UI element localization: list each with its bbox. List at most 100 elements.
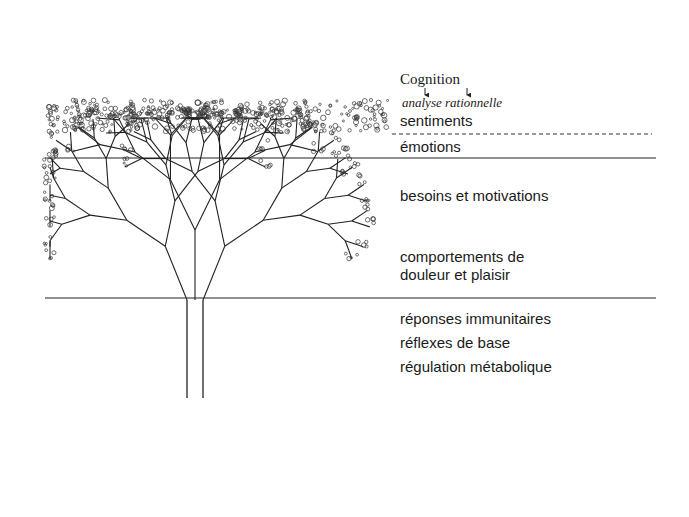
leaf	[336, 100, 338, 102]
leaf	[278, 114, 281, 117]
level-label: réflexes de base	[400, 334, 630, 352]
leaf	[211, 109, 214, 112]
branch	[263, 215, 300, 220]
leaf	[76, 126, 79, 129]
leaf	[48, 222, 53, 227]
leaf	[291, 110, 296, 115]
leaf	[360, 129, 362, 131]
trunk	[202, 300, 203, 398]
leaf	[107, 101, 110, 104]
level-divider	[45, 157, 656, 158]
branch	[170, 180, 195, 230]
leaf	[93, 111, 97, 115]
branch	[336, 159, 337, 178]
leaf	[268, 163, 272, 167]
leaf	[73, 150, 75, 152]
leaf	[71, 124, 76, 129]
leaf	[66, 147, 70, 151]
branch	[65, 199, 90, 216]
leaf	[342, 120, 344, 122]
leaf	[254, 112, 259, 117]
leaf	[321, 123, 325, 127]
branch	[204, 118, 220, 135]
leaf	[92, 127, 95, 130]
leaf	[356, 253, 359, 256]
leaf	[94, 122, 97, 125]
leaf	[96, 117, 100, 121]
leaf	[131, 103, 135, 107]
branch	[79, 127, 95, 138]
level-divider	[45, 297, 656, 298]
leaf	[114, 113, 119, 118]
leaf	[51, 170, 55, 174]
leaf	[179, 114, 183, 118]
leaf	[275, 99, 280, 104]
leaf	[195, 100, 201, 106]
branch	[151, 140, 166, 159]
leaf	[265, 113, 268, 116]
branch	[49, 241, 50, 247]
leaf	[109, 130, 112, 133]
leaf	[161, 108, 166, 113]
leaf	[137, 112, 141, 116]
leaf	[214, 117, 216, 119]
branch	[141, 119, 147, 142]
leaf	[315, 131, 317, 133]
leaf	[337, 151, 340, 154]
leaf	[319, 149, 323, 153]
leaf	[258, 147, 262, 151]
branch	[203, 246, 225, 300]
leaf	[153, 108, 155, 110]
leaf	[272, 122, 274, 124]
branch	[54, 178, 66, 199]
branch	[325, 178, 337, 199]
leaf	[163, 129, 168, 134]
leaf	[295, 108, 298, 111]
leaf	[362, 99, 367, 104]
leaf	[62, 127, 67, 132]
leaf	[234, 113, 238, 117]
leaf	[263, 120, 266, 123]
leaf	[331, 132, 334, 135]
branch	[296, 119, 297, 138]
branch	[106, 159, 108, 189]
leaf	[363, 205, 367, 209]
leaf	[341, 172, 345, 176]
leaf	[363, 181, 366, 184]
branch	[255, 145, 290, 152]
branch	[345, 241, 363, 247]
leaf	[183, 111, 186, 114]
leaf	[329, 131, 333, 135]
branch	[195, 180, 220, 230]
leaf	[209, 117, 212, 120]
leaf	[291, 116, 296, 121]
leaf	[285, 129, 290, 134]
leaf	[176, 115, 180, 119]
leaf	[197, 126, 202, 131]
leaf	[175, 106, 180, 111]
leaf	[365, 245, 368, 248]
leaf	[356, 163, 360, 167]
leaf	[49, 116, 54, 121]
leaf	[73, 116, 76, 119]
leaf	[287, 123, 291, 127]
leaf	[170, 111, 175, 116]
leaf	[81, 113, 86, 118]
branch	[135, 152, 170, 180]
leaf	[348, 157, 352, 161]
leaf	[346, 113, 348, 115]
leaf	[167, 119, 171, 123]
leaf	[194, 111, 196, 113]
branch	[171, 124, 186, 143]
leaf	[165, 126, 170, 131]
leaf	[47, 152, 51, 156]
leaf	[159, 100, 161, 102]
leaf	[86, 116, 91, 121]
branch	[248, 159, 265, 167]
leaf	[362, 118, 367, 123]
leaf	[126, 129, 130, 133]
leaf	[365, 218, 369, 222]
leaf	[123, 162, 125, 164]
leaf	[66, 125, 69, 128]
leaf	[344, 106, 347, 109]
